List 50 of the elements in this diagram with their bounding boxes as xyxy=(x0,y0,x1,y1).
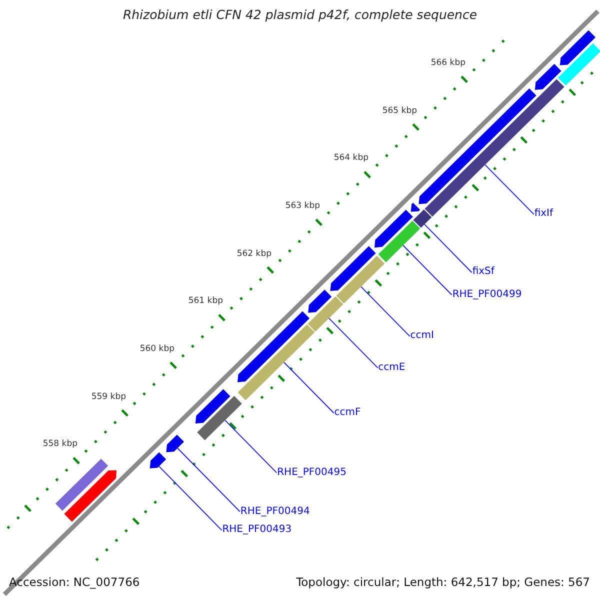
leader-line xyxy=(177,448,240,512)
gene-label: fixSf xyxy=(472,265,494,280)
scale-label: 563 kbp xyxy=(285,200,320,211)
gene-block xyxy=(308,290,332,313)
scale-label: 562 kbp xyxy=(236,248,272,259)
leader-line xyxy=(158,466,222,531)
gene-label: ccmF xyxy=(334,406,361,420)
gene-block xyxy=(330,246,376,291)
gene-label: ccmE xyxy=(378,360,406,375)
gene-label: RHE_PF00495 xyxy=(277,466,346,480)
scale-label: 566 kbp xyxy=(430,58,466,68)
leader-line xyxy=(328,318,378,368)
gene-block xyxy=(238,324,315,400)
gene-block xyxy=(166,434,184,452)
scale-label: 558 kbp xyxy=(42,439,78,450)
gene-block xyxy=(424,79,564,217)
scale-label: 561 kbp xyxy=(188,296,223,306)
gene-block xyxy=(64,470,116,522)
scale-label: 560 kbp xyxy=(140,344,174,354)
footer-text: Topology: circular; Length: 642,517 bp; Genes: 567 xyxy=(296,575,590,589)
gene-block xyxy=(558,43,600,86)
gene-block xyxy=(195,389,230,424)
leader-line xyxy=(402,244,452,296)
gene-block xyxy=(55,458,108,511)
leader-line xyxy=(424,224,472,273)
gene-block xyxy=(308,296,344,332)
gene-block xyxy=(150,452,166,468)
gene-label: fixIf xyxy=(534,207,554,222)
gene-label: RHE_PF00499 xyxy=(452,288,522,302)
scale-label: 565 kbp xyxy=(382,106,417,116)
leader-line xyxy=(360,286,410,337)
gene-block xyxy=(560,30,596,66)
scale-label: 564 kbp xyxy=(334,153,368,164)
footer-text: Accession: NC_007766 xyxy=(9,575,140,589)
scale-label: 559 kbp xyxy=(91,392,126,402)
gene-block xyxy=(336,256,385,304)
gene-block xyxy=(238,311,310,382)
gene-block xyxy=(374,210,413,248)
gene-block xyxy=(534,64,562,90)
gene-label: RHE_PF00493 xyxy=(222,523,292,538)
gene-block xyxy=(413,210,432,228)
leader-line xyxy=(284,362,334,414)
gene-block xyxy=(410,202,420,212)
gene-block xyxy=(197,396,242,440)
gene-block xyxy=(378,220,420,262)
gene-label: ccmI xyxy=(410,329,434,344)
leader-line xyxy=(224,420,278,474)
title: Rhizobium etli CFN 42 plasmid p42f, complete sequence xyxy=(122,8,478,22)
gene-block xyxy=(418,88,536,204)
gene-label: RHE_PF00494 xyxy=(240,504,310,519)
